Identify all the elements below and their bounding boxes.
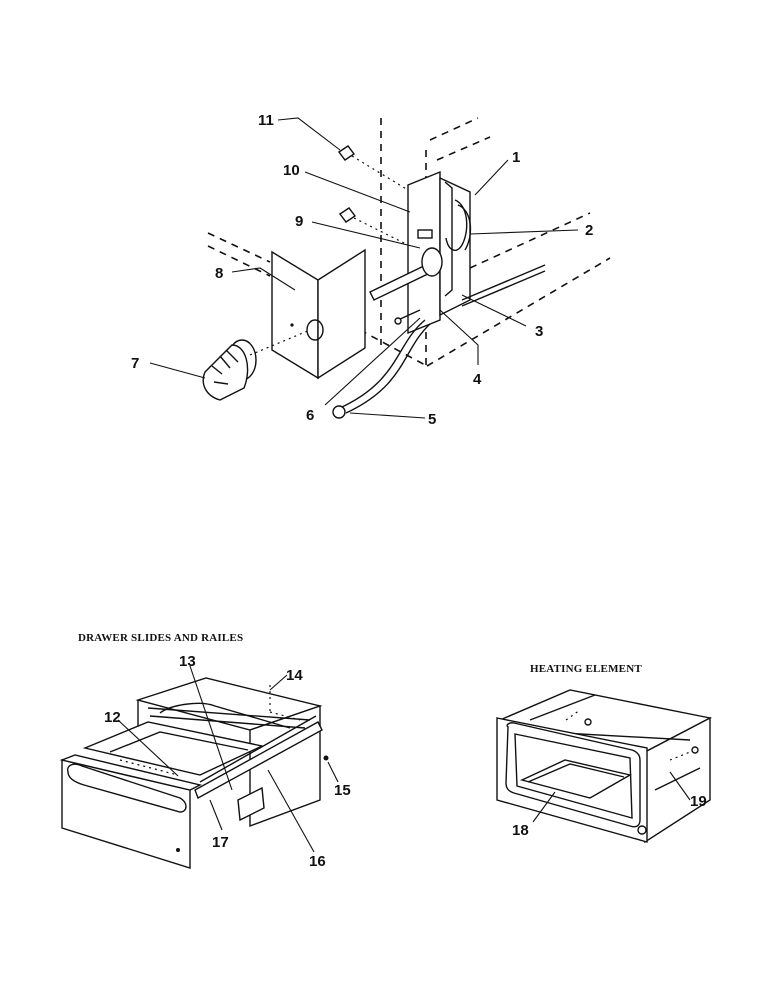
screw-15: [323, 755, 329, 761]
callout-4: 4: [473, 371, 482, 388]
callout-13: 13: [179, 653, 196, 670]
cabinet-edge-dashed: [429, 117, 479, 141]
control-assembly: [149, 117, 611, 419]
cover-plate-side: [271, 250, 319, 380]
heating-element-assembly: [496, 689, 713, 844]
cabinet-edge-dashed: [207, 232, 271, 263]
capillary-tube: [461, 270, 546, 307]
callout-2: 2: [585, 222, 593, 239]
wire-lead: [339, 319, 426, 409]
callout-11: 11: [258, 112, 274, 129]
clip: [417, 229, 433, 239]
callout-19: 19: [690, 793, 707, 810]
callout-17: 17: [212, 834, 229, 851]
control-knob: [202, 329, 311, 401]
callout-15: 15: [334, 782, 351, 799]
drawer-assembly: [59, 665, 339, 869]
slide-rail: [194, 721, 323, 800]
wire-lead: [345, 323, 431, 414]
shaft-hub: [421, 247, 443, 277]
cover-plate-front: [317, 248, 366, 380]
thermostat-edge: [444, 181, 453, 297]
thermostat-body: [439, 176, 471, 317]
callout-5: 5: [428, 411, 436, 428]
callout-16: 16: [309, 853, 326, 870]
cabinet-edge-dashed: [436, 136, 491, 161]
callout-3: 3: [535, 323, 543, 340]
callout-6: 6: [306, 407, 314, 424]
callout-7: 7: [131, 355, 139, 372]
callout-1: 1: [512, 149, 520, 166]
cabinet-edge-dashed: [359, 329, 428, 367]
callout-9: 9: [295, 213, 303, 230]
capillary-tube: [461, 264, 546, 301]
callout-8: 8: [215, 265, 223, 282]
heating-element: [519, 759, 632, 799]
screw-9: [338, 207, 409, 246]
callout-12: 12: [104, 709, 121, 726]
callout-14: 14: [286, 667, 303, 684]
cabinet-edge-dashed: [207, 245, 271, 277]
screw-11: [337, 145, 409, 191]
cover-plate-hole: [306, 319, 324, 341]
cabinet-edge-dashed: [426, 257, 611, 367]
cabinet-edge-dashed: [469, 212, 591, 269]
heating-section-title: HEATING ELEMENT: [530, 663, 642, 675]
heater-window-outer: [505, 722, 641, 828]
wire-terminal: [332, 405, 346, 419]
callout-18: 18: [512, 822, 529, 839]
rail-bracket: [237, 786, 265, 822]
drawer-handle: [67, 763, 187, 813]
screw-head: [394, 317, 402, 325]
heater-window-inner: [514, 733, 633, 819]
screw-shank: [397, 309, 421, 321]
callout-10: 10: [283, 162, 300, 179]
thermostat-coil: [457, 204, 472, 251]
drawer-section-title: DRAWER SLIDES AND RAILES: [78, 632, 243, 644]
